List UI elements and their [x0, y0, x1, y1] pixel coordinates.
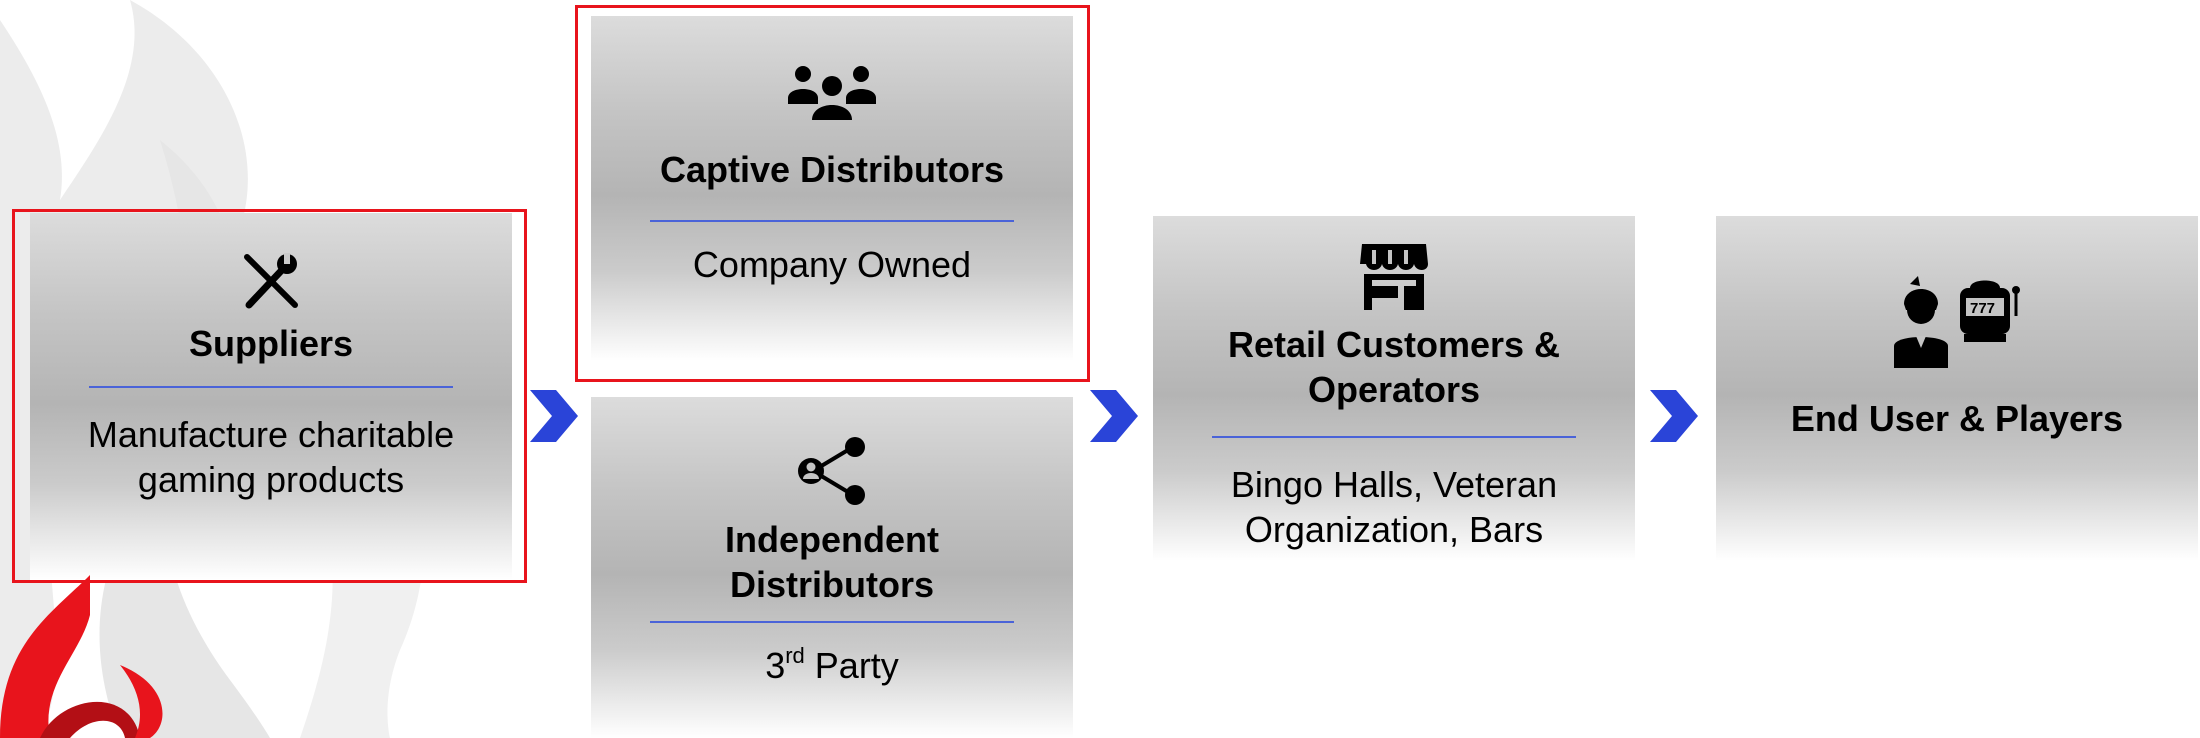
divider-line — [650, 220, 1014, 222]
node-retail-customers: Retail Customers & Operators Bingo Halls… — [1153, 216, 1635, 561]
highlight-border-captive — [575, 5, 1090, 382]
divider-line — [1212, 436, 1576, 438]
node-independent-distributors: Independent Distributors 3rd Party — [591, 397, 1073, 738]
node-subtitle: 3rd Party — [765, 643, 899, 688]
node-title: Captive Distributors — [659, 149, 1005, 190]
flow-arrow-2 — [1090, 390, 1138, 442]
node-subtitle: Bingo Halls, Veteran Organization, Bars — [1230, 464, 1558, 550]
node-title: End User & Players — [1790, 398, 2124, 439]
node-title: Independent Distributors — [725, 519, 939, 605]
node-end-user-players: 777 End User & Players — [1716, 216, 2198, 561]
flow-arrow-3 — [1650, 390, 1698, 442]
node-title: Retail Customers & Operators — [1227, 324, 1561, 410]
storefront-icon — [1358, 242, 1430, 310]
ordinal-suffix: rd — [785, 643, 805, 668]
company-logo-flame — [0, 575, 163, 738]
divider-line — [650, 621, 1014, 623]
ordinal-number: 3 — [765, 645, 786, 686]
share-network-icon — [797, 437, 867, 505]
node-title: Suppliers — [188, 323, 354, 364]
svg-text:777: 777 — [1970, 300, 1995, 317]
node-subtitle: Manufacture charitable gaming products — [87, 414, 455, 500]
highlight-border-suppliers — [12, 209, 527, 583]
flow-arrow-1 — [530, 390, 578, 442]
users-icon — [786, 64, 878, 122]
node-captive-distributors: Captive Distributors Company Owned — [591, 16, 1073, 361]
node-suppliers: Suppliers Manufacture charitable gaming … — [30, 213, 512, 580]
divider-line — [89, 386, 453, 388]
subtitle-rest: Party — [804, 645, 899, 686]
node-subtitle: Company Owned — [692, 244, 972, 285]
tools-icon — [241, 253, 301, 309]
player-slot-machine-icon: 777 — [1892, 276, 2022, 368]
